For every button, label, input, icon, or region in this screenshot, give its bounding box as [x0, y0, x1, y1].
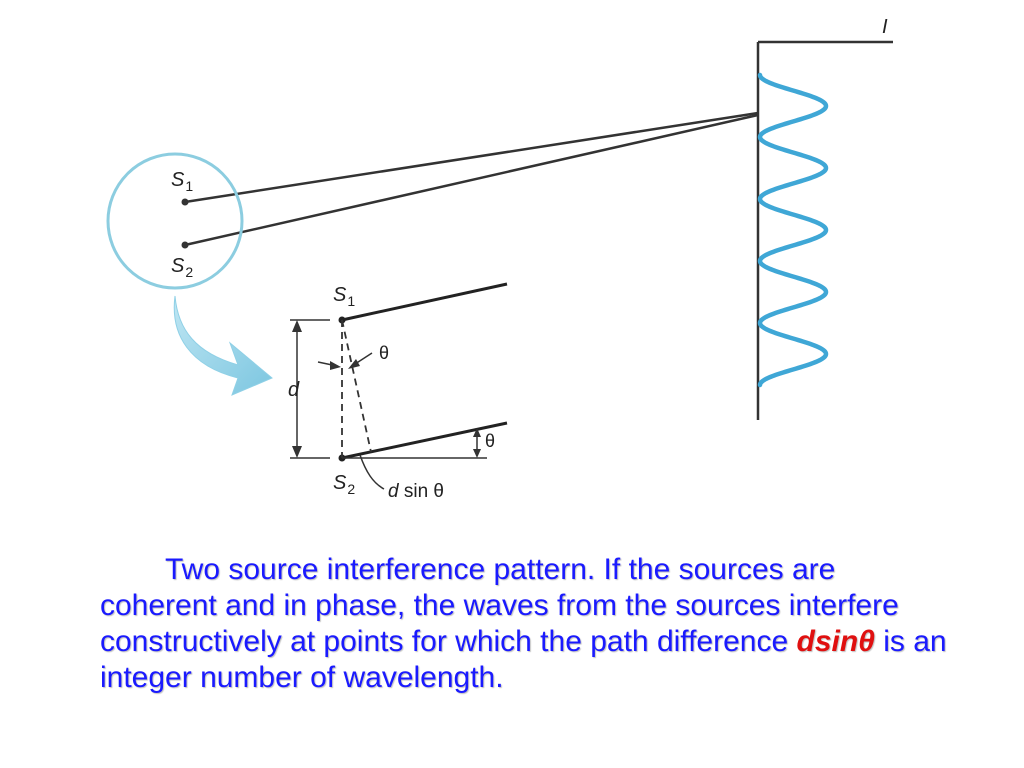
caption-text: Two source interference pattern. If the …	[100, 552, 960, 696]
intensity-label: I	[882, 16, 888, 38]
screen: I	[756, 16, 893, 420]
angle-theta-label-top: θ	[379, 343, 389, 363]
source-s2-label: S2	[171, 255, 193, 280]
intensity-pattern-wave	[757, 72, 829, 388]
inset-geometry	[290, 282, 508, 490]
caption-part1: Two source interference pattern. If the …	[100, 553, 899, 658]
zoom-arrow	[173, 295, 273, 396]
source-s1-dot	[181, 198, 189, 206]
separation-d-label: d	[288, 379, 300, 401]
inset-s2-label: S2	[333, 472, 355, 497]
inset-s1-label: S1	[333, 284, 355, 309]
caption-part2: is an integer number of wavelength.	[100, 625, 947, 694]
rays-to-screen	[184, 111, 759, 247]
angle-theta-label-bottom: θ	[485, 431, 495, 451]
caption-emphasis: dsinθ	[796, 625, 875, 658]
source-s2-dot	[181, 241, 189, 249]
source-region-circle	[106, 152, 244, 290]
source-s1-label: S1	[171, 169, 193, 194]
path-difference-label: d sin θ	[388, 481, 444, 502]
interference-diagram: I S1 S2	[106, 16, 893, 502]
